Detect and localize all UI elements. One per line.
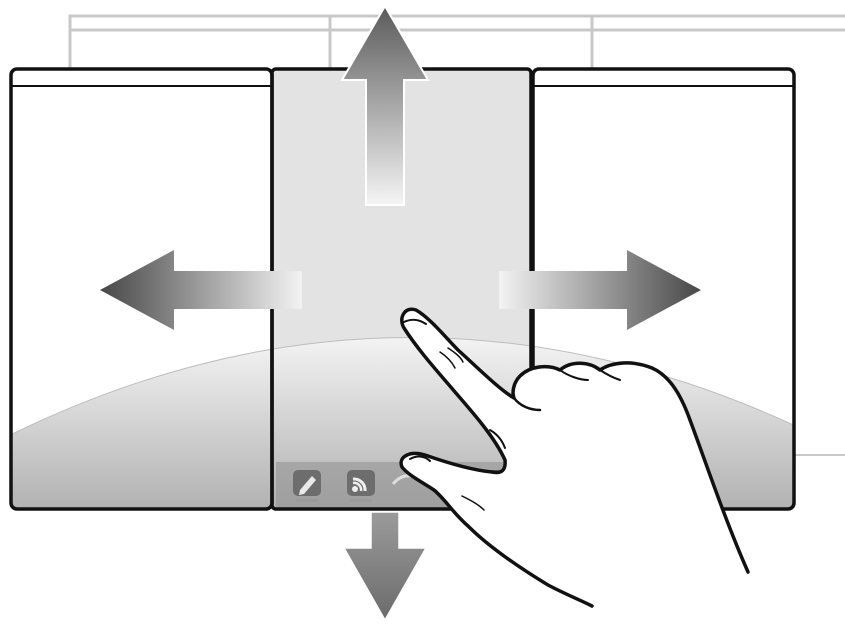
- swipe-down-arrow: [344, 512, 426, 620]
